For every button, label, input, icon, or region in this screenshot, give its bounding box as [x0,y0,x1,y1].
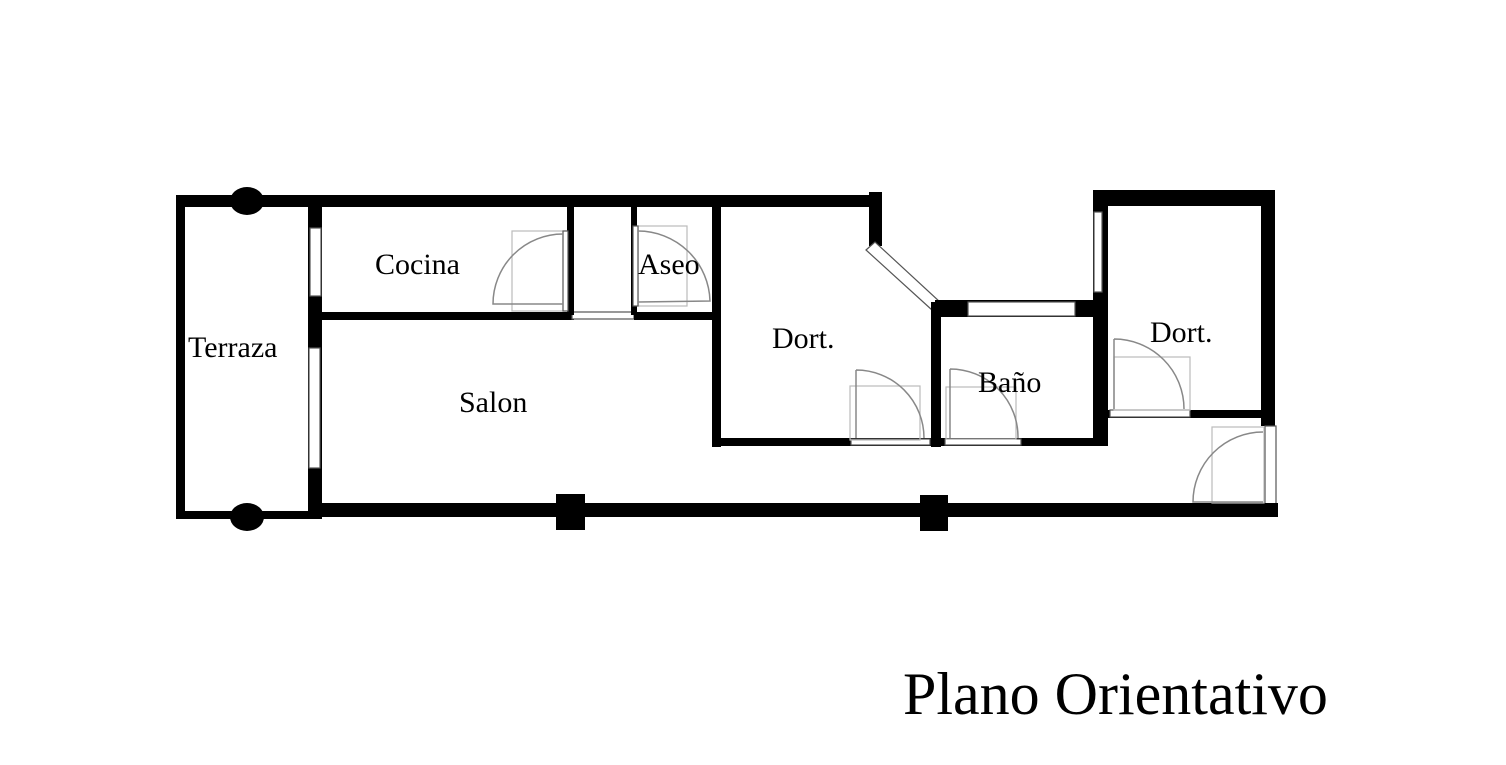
room-label-aseo: Aseo [638,248,700,281]
plan-title: Plano Orientativo [903,661,1328,727]
room-label-dormitorio-2: Dort. [1150,316,1213,349]
wall [931,302,941,447]
room-label-terraza: Terraza [188,331,277,364]
wall-dort2-top [1093,190,1275,206]
pillar [920,495,948,531]
room-label-dormitorio-1: Dort. [772,322,835,355]
window-diagonal [865,241,941,311]
wall-terraza-left [176,197,185,519]
window [1093,211,1103,293]
room-label-cocina: Cocina [375,248,460,281]
door-aseo[interactable] [637,230,711,303]
room-labels: Terraza Cocina Aseo Salon Dort. Baño Dor… [188,248,1213,419]
door-sill [1109,409,1191,418]
window [967,301,1076,317]
door-sill [944,438,1022,446]
door-entrance[interactable] [1192,431,1264,503]
wall-top [176,195,882,207]
window [1264,425,1277,507]
window [571,311,635,320]
walls [176,187,1278,531]
door-dort-1[interactable] [855,369,925,439]
pillar [556,494,585,530]
door-bano[interactable] [949,368,1019,439]
door-dort-2[interactable] [1113,338,1185,410]
wall-aseo-salon [634,312,718,320]
window [308,347,321,469]
wall-bottom [310,503,1278,517]
wall [869,192,882,246]
door-cocina[interactable] [492,233,564,305]
wall-dort2-right [1261,190,1275,426]
doors [492,225,1265,504]
wall-cocina-salon [318,312,574,320]
window [309,227,322,297]
room-label-salon: Salon [459,386,527,419]
column [230,187,264,215]
door-sill [850,438,931,446]
wall [567,205,574,315]
room-label-bano: Baño [978,366,1041,399]
wall [712,205,721,447]
column [230,503,264,531]
